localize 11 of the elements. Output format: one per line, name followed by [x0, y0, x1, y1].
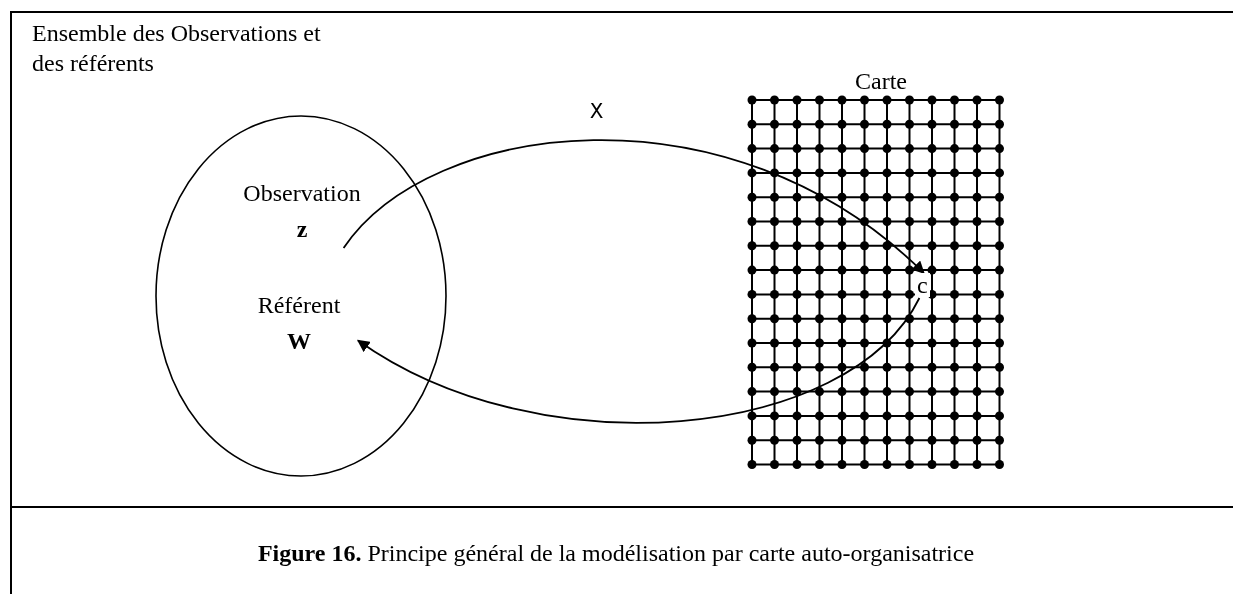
edge-label: X	[590, 100, 604, 125]
item-label: Référent	[257, 291, 341, 320]
set-heading: Ensemble des Observations et des référents	[32, 19, 322, 78]
arrow	[342, 139, 925, 274]
item-label: Observation	[243, 179, 361, 208]
arrow	[356, 297, 921, 424]
figure-caption: Figure 16. Principe général de la modélisation par carte auto-organisatrice	[257, 539, 975, 568]
unit-label: c	[915, 273, 930, 297]
variable-symbol: W	[287, 327, 311, 356]
variable-symbol: z	[296, 215, 308, 244]
map-heading: Carte	[855, 67, 907, 96]
